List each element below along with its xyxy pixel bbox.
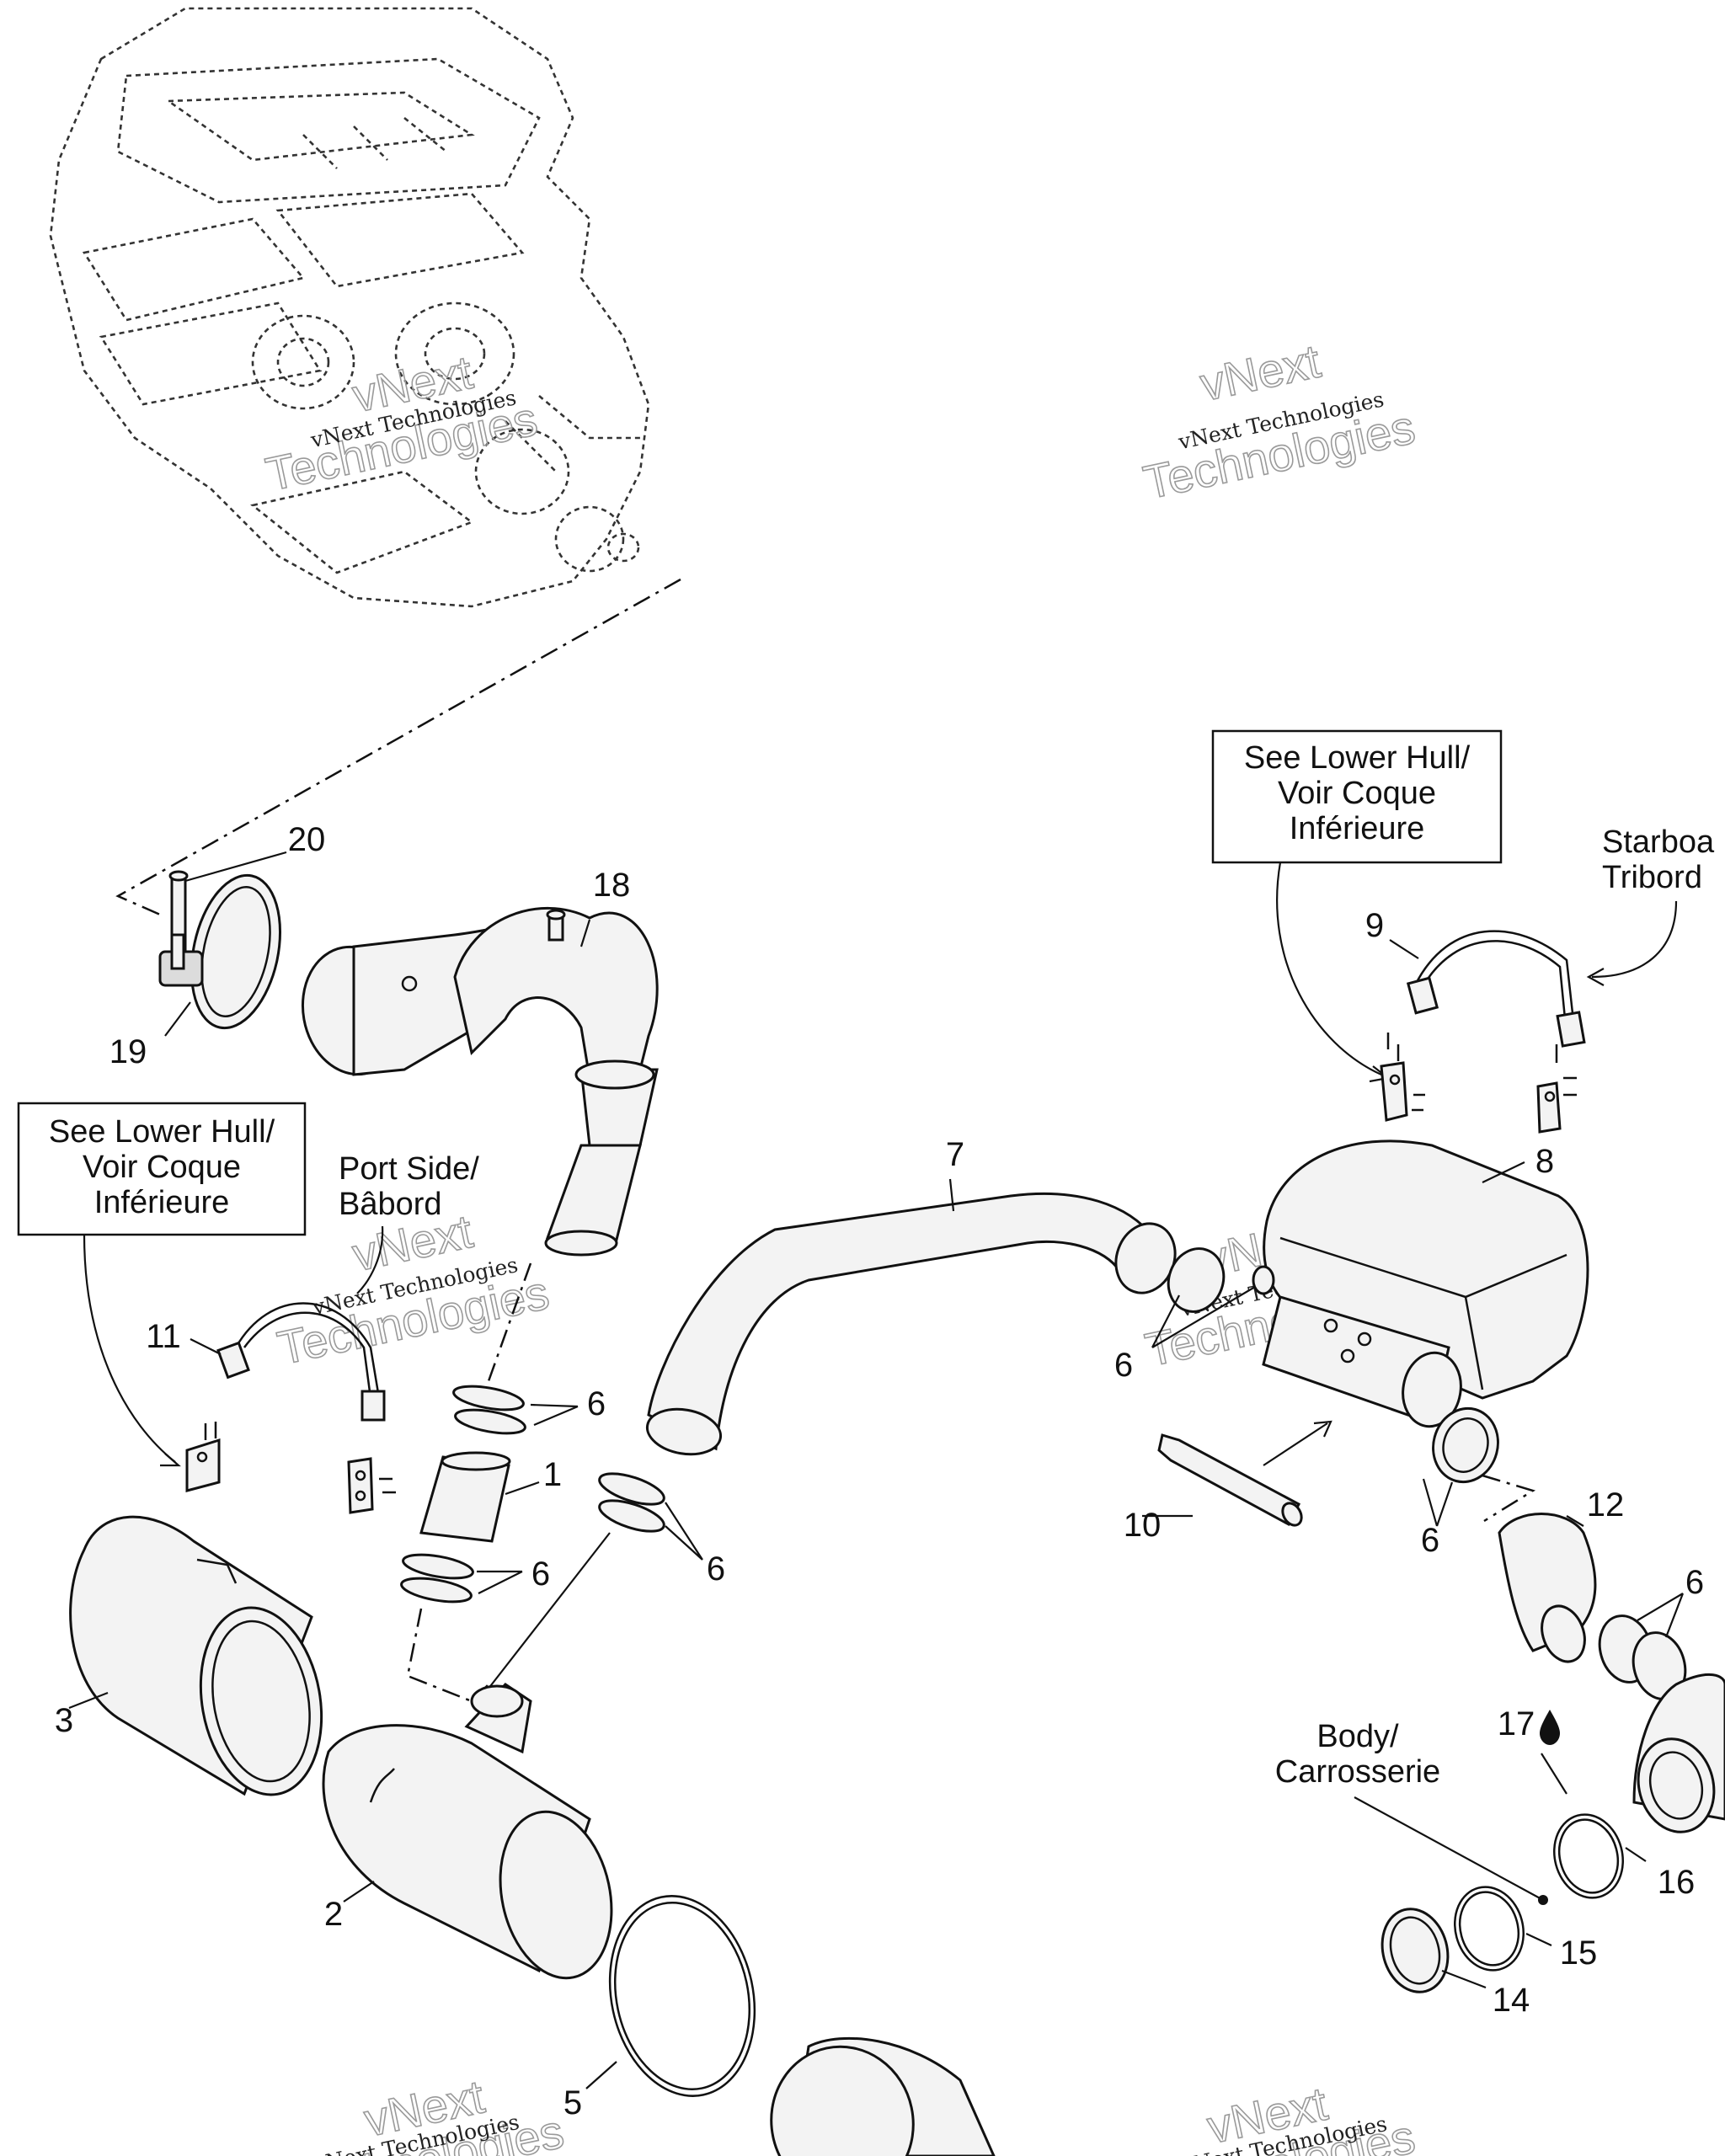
part-number-19: 19 bbox=[109, 1033, 147, 1070]
watermark-top-left: vNext Technologies vNext Technologies bbox=[260, 344, 542, 501]
svg-text:Port Side/: Port Side/ bbox=[339, 1151, 479, 1187]
part-number-14: 14 bbox=[1493, 1982, 1530, 2019]
part-6-clamp-mid-b bbox=[598, 1499, 665, 1533]
svg-text:Tribord: Tribord bbox=[1602, 860, 1702, 895]
sealant-drop-icon bbox=[1540, 1710, 1560, 1745]
part-number-5: 5 bbox=[563, 2084, 582, 2121]
part-12-elbow bbox=[1498, 1513, 1597, 1663]
note-port-side: Port Side/ Bâbord bbox=[339, 1151, 479, 1222]
bracket-right-a bbox=[1380, 1033, 1425, 1122]
part-number-6-upper-left: 6 bbox=[587, 1385, 606, 1422]
part-number-6-mid: 6 bbox=[707, 1550, 725, 1588]
part-1-coupler bbox=[419, 1451, 511, 1543]
part-6-clamp-right-upper-a bbox=[1167, 1247, 1226, 1313]
note-body: Body/ Carrosserie bbox=[1275, 1719, 1440, 1790]
svg-text:Carrosserie: Carrosserie bbox=[1275, 1754, 1440, 1790]
part-number-6-right-lower: 6 bbox=[1421, 1522, 1439, 1559]
watermark-bottom-left: vNext Technologies vNext Technologies bbox=[287, 2069, 569, 2156]
part-9-strap bbox=[1406, 930, 1586, 1048]
part-6-clamp-upper-a bbox=[452, 1385, 525, 1412]
part-number-3: 3 bbox=[55, 1702, 73, 1739]
bracket-left-b bbox=[347, 1457, 396, 1514]
part-number-11: 11 bbox=[146, 1318, 181, 1355]
svg-text:Inférieure: Inférieure bbox=[94, 1185, 230, 1220]
outlet-pipe bbox=[770, 2036, 996, 2156]
svg-text:Inférieure: Inférieure bbox=[1290, 811, 1425, 846]
part-number-8: 8 bbox=[1535, 1143, 1554, 1180]
part-19-clamp bbox=[158, 873, 282, 1030]
part-number-9: 9 bbox=[1365, 907, 1384, 944]
part-6-clamp-right-lower bbox=[1432, 1406, 1499, 1484]
engine-connection-line bbox=[115, 578, 681, 916]
svg-text:Voir Coque: Voir Coque bbox=[83, 1150, 241, 1185]
bracket-left-a bbox=[185, 1422, 221, 1492]
part-14-nut bbox=[1381, 1908, 1450, 1993]
part-number-10: 10 bbox=[1124, 1507, 1162, 1544]
part-number-6-far-right: 6 bbox=[1685, 1564, 1704, 1601]
svg-text:See Lower Hull/: See Lower Hull/ bbox=[1244, 740, 1471, 776]
part-number-6-right-upper: 6 bbox=[1114, 1347, 1133, 1384]
part-6-clamp-upper-b bbox=[454, 1408, 526, 1435]
part-7-hose bbox=[645, 1193, 1177, 1456]
part-6-clamp-lower-a bbox=[402, 1553, 474, 1580]
part-5-ring-clamp bbox=[608, 1895, 756, 2097]
svg-text:Bâbord: Bâbord bbox=[339, 1187, 442, 1222]
svg-text:Body/: Body/ bbox=[1316, 1719, 1399, 1754]
part-15-ring bbox=[1454, 1886, 1525, 1972]
svg-text:Starboa: Starboa bbox=[1602, 825, 1715, 860]
svg-text:See Lower Hull/: See Lower Hull/ bbox=[49, 1114, 275, 1150]
part-3-cylinder bbox=[69, 1515, 323, 1796]
part-2-muffler bbox=[322, 1683, 613, 1980]
part-16-seal-ring bbox=[1553, 1813, 1624, 1899]
part-6-clamp-right-upper-b bbox=[1252, 1265, 1275, 1295]
part-number-15: 15 bbox=[1560, 1935, 1598, 1972]
part-number-6-lower-left: 6 bbox=[531, 1556, 550, 1593]
watermark-bottom-right: vNext Technologies vNext Technologies bbox=[1139, 2076, 1420, 2156]
part-number-16: 16 bbox=[1658, 1864, 1696, 1901]
part-number-17: 17 bbox=[1498, 1705, 1535, 1742]
part-number-7: 7 bbox=[946, 1136, 964, 1173]
part-number-1: 1 bbox=[543, 1456, 562, 1493]
svg-text:Voir Coque: Voir Coque bbox=[1278, 776, 1436, 811]
part-6-clamp-lower-b bbox=[400, 1577, 473, 1604]
part-number-18: 18 bbox=[593, 867, 631, 904]
engine-illustration bbox=[49, 7, 650, 608]
watermark-top-right: vNext Technologies vNext Technologies bbox=[1139, 334, 1420, 510]
svg-text:vNext: vNext bbox=[1196, 334, 1326, 411]
note-starboard: Starboa Tribord bbox=[1602, 825, 1715, 895]
part-8-resonator bbox=[1262, 1139, 1589, 1428]
part-number-2: 2 bbox=[324, 1896, 343, 1933]
note-lower-hull-left: See Lower Hull/ Voir Coque Inférieure bbox=[17, 1102, 307, 1236]
part-18-exhaust-pipe bbox=[301, 906, 659, 1257]
part-11-strap bbox=[216, 1302, 386, 1422]
part-number-20: 20 bbox=[288, 821, 326, 858]
right-outlet-elbow bbox=[1632, 1673, 1725, 1833]
bracket-right-b bbox=[1536, 1044, 1577, 1134]
note-lower-hull-right: See Lower Hull/ Voir Coque Inférieure bbox=[1211, 729, 1503, 864]
part-number-12: 12 bbox=[1587, 1486, 1625, 1524]
part-6-clamp-mid-a bbox=[598, 1472, 665, 1506]
part-10-foam-strip bbox=[1157, 1433, 1303, 1527]
